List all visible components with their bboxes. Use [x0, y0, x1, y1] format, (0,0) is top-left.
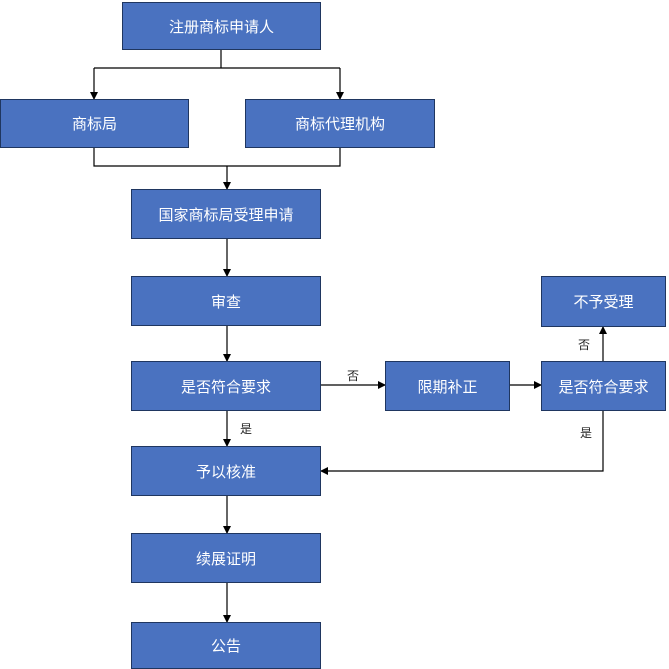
node-applicant: 注册商标申请人 — [122, 2, 321, 50]
edge-label-yes-back-approved: 是 — [580, 426, 593, 440]
node-renewal-certificate: 续展证明 — [131, 533, 321, 583]
node-not-accepted: 不予受理 — [541, 276, 666, 327]
edge-label-no-correction: 否 — [347, 369, 360, 383]
node-trademark-office: 商标局 — [0, 99, 189, 148]
node-announcement: 公告 — [131, 622, 321, 669]
node-meets-requirements-second: 是否符合要求 — [541, 361, 666, 411]
edge-label-no-not-accepted: 否 — [578, 338, 591, 352]
connector-applicant-split — [94, 50, 340, 69]
node-approved: 予以核准 — [131, 446, 321, 496]
node-trademark-agency: 商标代理机构 — [245, 99, 435, 148]
arrow-back-to-approved — [320, 411, 604, 475]
connector-merge — [93, 148, 341, 167]
node-meets-requirements: 是否符合要求 — [131, 361, 321, 411]
node-accept-application: 国家商标局受理申请 — [131, 189, 321, 239]
node-correction-deadline: 限期补正 — [385, 361, 510, 411]
edge-label-yes-approved: 是 — [240, 422, 253, 436]
node-review: 审查 — [131, 276, 321, 326]
